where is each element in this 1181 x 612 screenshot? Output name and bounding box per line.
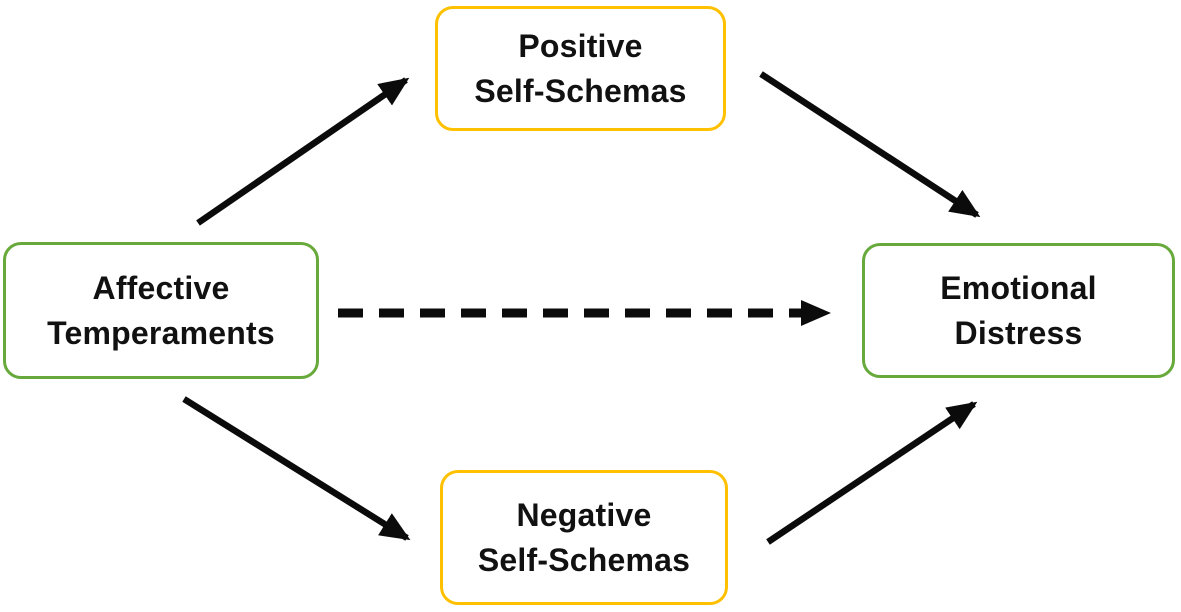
- arrow-negative-to-distress: [766, 401, 978, 545]
- node-affective-temperaments: Affective Temperaments: [3, 242, 319, 379]
- node-positive-self-schemas: Positive Self-Schemas: [435, 6, 726, 131]
- arrow-affective-to-negative: [182, 396, 411, 541]
- node-label-line1: Emotional: [940, 269, 1097, 306]
- arrow-positive-to-distress: [759, 71, 981, 218]
- node-emotional-distress: Emotional Distress: [862, 243, 1175, 378]
- node-label-line1: Affective: [92, 269, 230, 306]
- arrow-affective-to-positive: [196, 77, 410, 226]
- node-label-line2: Temperaments: [47, 314, 275, 351]
- node-label-line1: Positive: [518, 27, 643, 64]
- node-label-line2: Self-Schemas: [474, 72, 687, 109]
- node-label-line2: Distress: [954, 314, 1083, 351]
- node-negative-self-schemas: Negative Self-Schemas: [440, 470, 728, 605]
- node-label-line2: Self-Schemas: [477, 541, 691, 578]
- node-label-line1: Negative: [516, 496, 652, 533]
